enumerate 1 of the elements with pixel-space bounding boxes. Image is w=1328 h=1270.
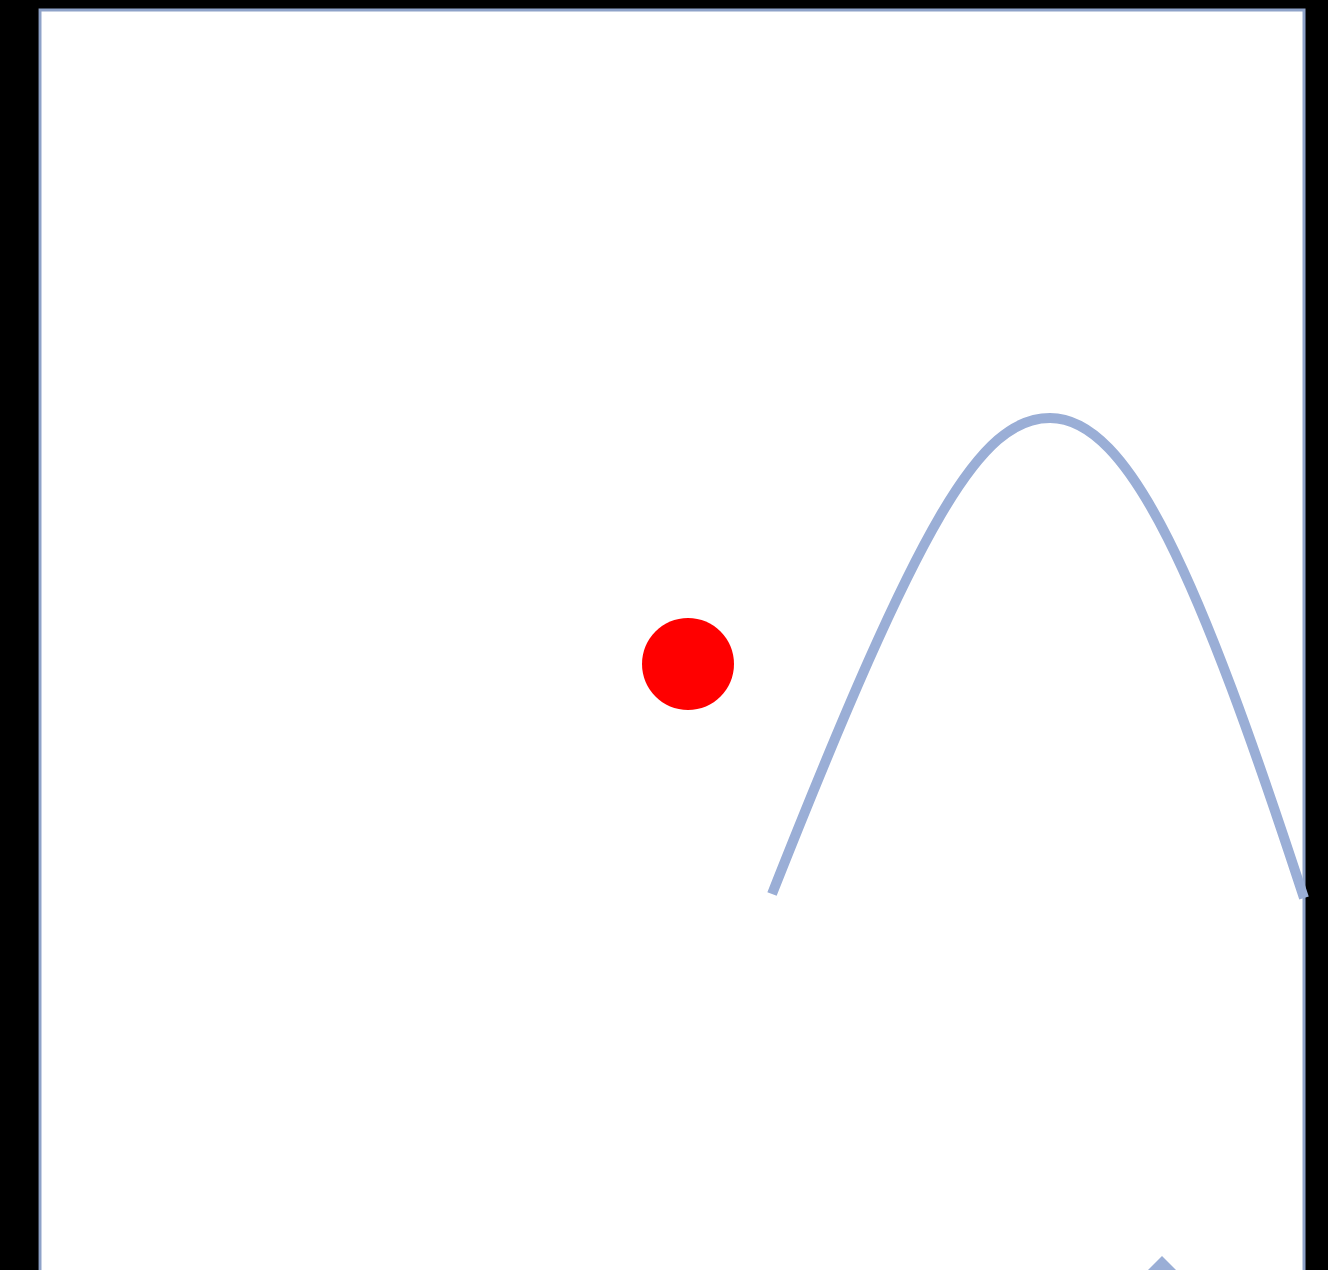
dot	[642, 618, 734, 710]
